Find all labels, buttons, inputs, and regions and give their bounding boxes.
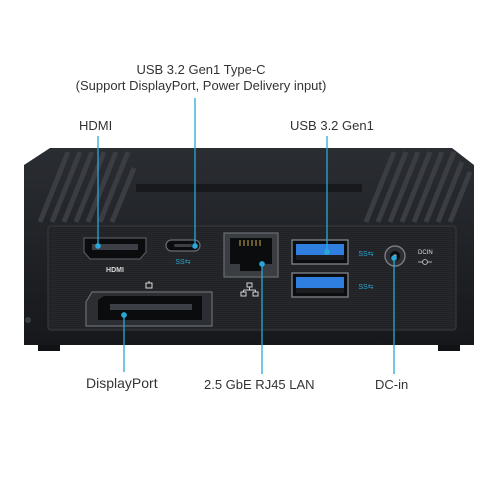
leader-dot <box>324 249 330 255</box>
dc-marking: DCIN <box>418 250 433 256</box>
leader-dot <box>121 312 127 318</box>
leader-dot <box>391 255 397 261</box>
usb-a-port-top: SS⇆ <box>291 239 374 265</box>
polarity-icon <box>418 259 432 265</box>
leader-line-displayport <box>121 312 127 372</box>
vent-grille <box>37 151 473 223</box>
leader-dot <box>259 261 265 267</box>
network-icon <box>240 282 259 297</box>
dc-in-label: DC-in <box>375 377 409 392</box>
hdmi-marking: HDMI <box>106 267 124 274</box>
usb-c-marking: SS⇆ <box>175 259 190 266</box>
usb-a-top-marking: SS⇆ <box>358 251 373 258</box>
usb-a-port-bottom: SS⇆ <box>291 272 374 298</box>
leader-dot <box>192 243 198 249</box>
hdmi-label: HDMI <box>79 118 113 133</box>
screw-icon <box>25 317 31 323</box>
lan-label: 2.5 GbE RJ45 LAN <box>204 377 315 392</box>
usb-c-label-line2: (Support DisplayPort, Power Delivery inp… <box>75 78 327 93</box>
hdmi-port: HDMI <box>83 237 147 274</box>
leader-dot <box>95 243 101 249</box>
top-slot <box>136 184 362 192</box>
displayport-icon <box>145 281 153 289</box>
usb-a-label: USB 3.2 Gen1 <box>290 118 374 133</box>
leader-line-usb-a <box>324 136 330 255</box>
left-foot <box>38 345 60 351</box>
usb-c-port: SS⇆ <box>165 239 201 266</box>
displayport-label: DisplayPort <box>86 375 158 391</box>
usb-c-label-line1: USB 3.2 Gen1 Type-C <box>136 62 266 77</box>
leader-line-lan <box>259 261 265 374</box>
usb-a-bottom-marking: SS⇆ <box>358 284 373 291</box>
right-foot <box>438 345 460 351</box>
leader-line-usb-c <box>192 98 198 249</box>
leader-lines <box>95 98 397 374</box>
leader-line-dc-in <box>391 255 397 374</box>
leader-line-hdmi <box>95 136 101 249</box>
usb-c-label: USB 3.2 Gen1 Type-C (Support DisplayPort… <box>76 62 327 94</box>
